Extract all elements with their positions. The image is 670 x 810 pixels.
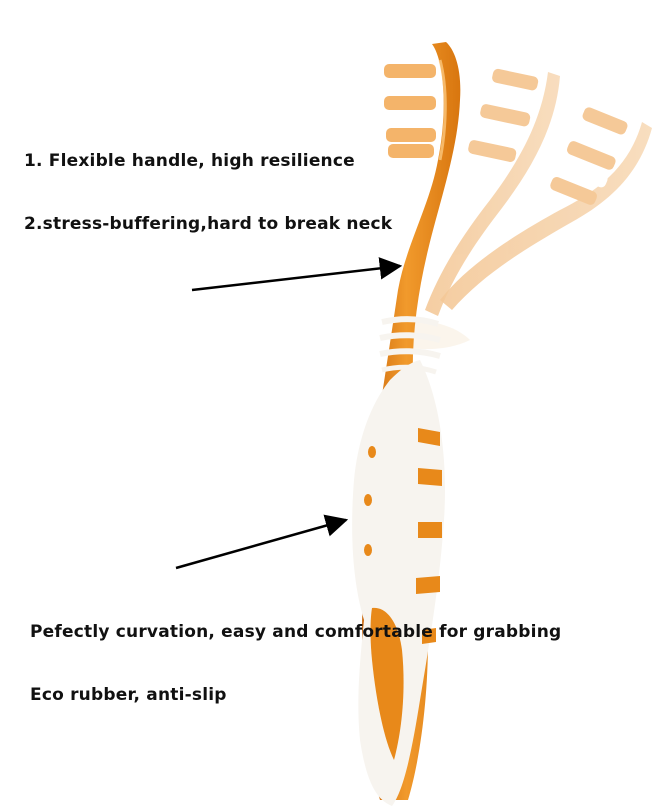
bristles [384,48,436,158]
main-toothbrush [352,42,461,806]
feature-curvation: Pefectly curvation, easy and comfortable… [30,622,562,642]
feature-rubber: Eco rubber, anti-slip [30,685,227,705]
grip-window [370,607,404,760]
arrow-to-grip [175,514,349,570]
grip-notches [416,428,442,644]
ghost-bristles-middle [462,68,539,180]
ghost-brush-right [440,107,652,310]
ghost-bristles-right [550,107,628,205]
arrow-to-neck [191,257,403,292]
ghost-grip [398,318,470,350]
ghost-brush-middle [425,68,560,316]
grip-dots [364,446,376,556]
grip-rings [379,316,441,375]
feature-flexible-handle: 1. Flexible handle, high resilience [24,151,355,171]
feature-neck: 2.stress-buffering,hard to break neck [24,214,393,234]
